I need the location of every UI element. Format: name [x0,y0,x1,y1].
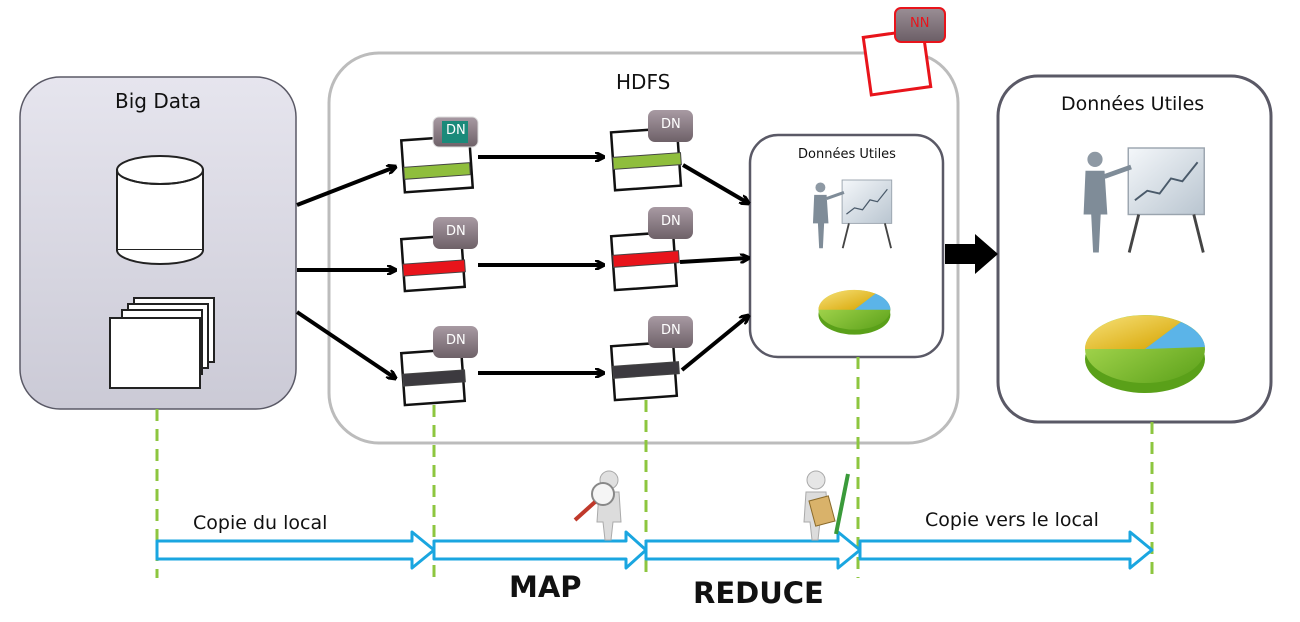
output-useful-data-title: Données Utiles [1061,93,1205,115]
data-block-col2-green [609,126,683,192]
timeline-arrows [155,530,1154,570]
pie-chart-icon [818,289,891,335]
inner-useful-data-title: Données Utiles [798,147,896,162]
dn-label: DN [446,224,466,239]
output-arrow [945,234,998,274]
presenter-chart-icon [1083,147,1205,253]
data-block-col1-green [399,134,475,194]
pie-chart-icon [1085,315,1205,393]
dn-label: DN [661,214,681,229]
dn-label: DN [661,117,681,132]
dn-badge [648,110,693,142]
copy-to-local-label: Copie vers le local [925,509,1099,531]
copy-local-label: Copie du local [193,512,328,534]
inner-useful-data-box [748,133,945,359]
dn-badge-teal-inner [442,121,468,143]
dn-label: DN [446,123,466,138]
data-block-col2-dark [609,340,680,402]
magnifier-person-icon [573,470,622,541]
dn-badge [648,207,693,239]
dn-badge [433,326,478,358]
name-node [861,7,946,97]
map-label: MAP [509,570,582,604]
flow-arrows [295,157,748,378]
presenter-chart-icon [812,179,893,249]
dn-label: DN [661,323,681,338]
data-block-col1-dark [399,347,467,407]
big-data-title: Big Data [115,89,202,113]
dn-badge [433,217,478,249]
data-block-col2-red [609,230,680,292]
reduce-label: REDUCE [693,576,824,610]
dn-label: DN [446,333,466,348]
pencil-person-icon [803,470,850,541]
name-node-label: NN [910,16,930,31]
hdfs-title: HDFS [616,70,671,94]
database-icon [116,155,204,265]
documents-stack-icon [109,297,215,389]
dn-badge [648,316,693,348]
